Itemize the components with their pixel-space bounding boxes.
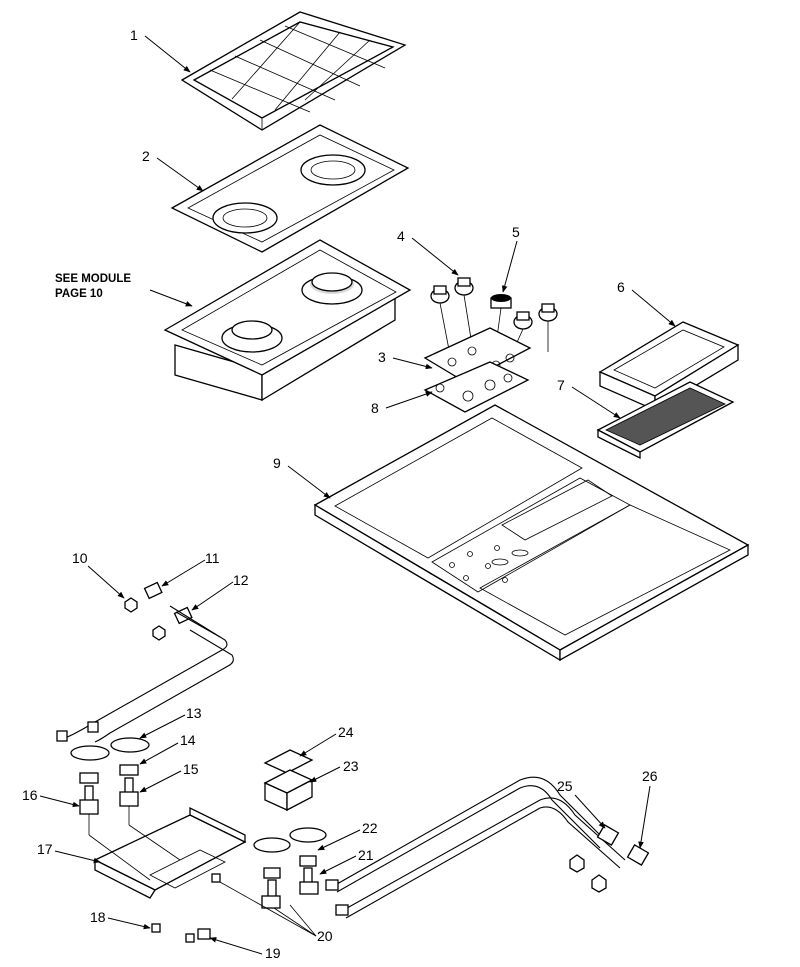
cooktop-frame xyxy=(313,404,750,662)
callout-15: 15 xyxy=(183,761,199,777)
callout-7: 7 xyxy=(557,377,565,393)
callout-3: 3 xyxy=(378,349,386,365)
callout-20: 20 xyxy=(317,928,333,944)
valve-assemblies-right xyxy=(253,827,327,909)
callout-16: 16 xyxy=(22,787,38,803)
callout-1: 1 xyxy=(130,27,138,43)
callout-23: 23 xyxy=(343,758,359,774)
callout-5: 5 xyxy=(512,224,520,240)
control-knobs xyxy=(430,277,558,359)
callout-4: 4 xyxy=(397,228,405,244)
burner-module xyxy=(163,239,412,402)
callout-19: 19 xyxy=(265,945,281,961)
callout-10: 10 xyxy=(72,550,88,566)
note-line-1: SEE MODULE xyxy=(55,273,131,285)
callout-8: 8 xyxy=(371,400,379,416)
spark-module xyxy=(263,749,314,812)
callout-2: 2 xyxy=(142,148,150,164)
callout-14: 14 xyxy=(180,732,196,748)
drip-pan xyxy=(170,124,410,253)
charcoal-filter xyxy=(596,381,735,460)
callout-6: 6 xyxy=(617,279,625,295)
valve-assemblies-left xyxy=(70,737,150,835)
mounting-bracket xyxy=(88,806,247,943)
callout-18: 18 xyxy=(90,909,106,925)
callout-13: 13 xyxy=(186,705,202,721)
grate xyxy=(180,11,407,131)
callout-22: 22 xyxy=(362,820,378,836)
gasket xyxy=(423,361,530,413)
callout-12: 12 xyxy=(233,572,249,588)
callout-17: 17 xyxy=(37,841,53,857)
callout-11: 11 xyxy=(205,550,220,566)
callout-21: 21 xyxy=(358,847,374,863)
note-line-2: PAGE 10 xyxy=(55,288,103,300)
callout-24: 24 xyxy=(338,724,354,740)
callout-26: 26 xyxy=(642,768,658,784)
callout-labels: 1 2 3 4 5 6 7 8 9 10 11 12 13 14 15 16 1 xyxy=(22,27,676,961)
upper-gas-tubes xyxy=(56,581,234,743)
callout-9: 9 xyxy=(273,455,281,471)
callout-25: 25 xyxy=(557,778,573,794)
indicator-light xyxy=(490,294,512,346)
lower-gas-tubes xyxy=(325,776,650,919)
